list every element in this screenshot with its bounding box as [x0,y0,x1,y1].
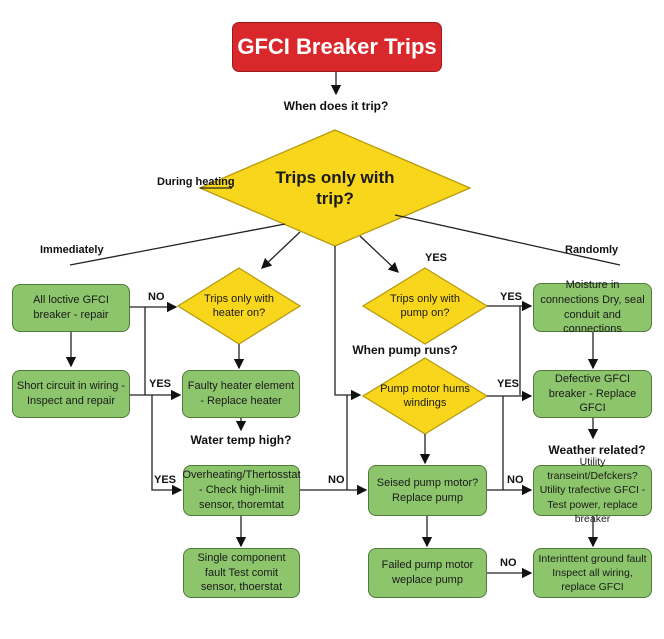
edge-label-no: NO [507,474,524,486]
box-intermittent: Interinttent ground fault Inspect all wi… [533,548,652,598]
decision-pump-motor: Pump motor hums windings [380,382,470,409]
question-when-trip: When does it trip? [283,99,389,113]
box-utility: Utility transeint/Defckers? Utility traf… [533,456,652,525]
edge-label-yes: YES [497,378,520,390]
edge-label-no: NO [500,557,517,569]
question-pump-runs: When pump runs? [352,343,458,357]
branch-immediately: Immediately [40,244,104,256]
edge-label-yes: YES [154,474,177,486]
branch-during-heating: During heating [157,176,235,188]
decision-pump-shape [361,267,489,345]
box-failed-pump: Failed pump motor weplace pump [368,548,487,598]
box-short-circuit: Short circuit in wiring - Inspect and re… [12,370,130,418]
edge-label-yes: YES [500,291,523,303]
title-box: GFCI Breaker Trips [232,22,442,72]
question-weather: Weather related? [548,443,646,457]
box-defective-gfci: Defective GFCI breaker - Replace GFCI [533,370,652,418]
decision-main: Trips only with trip? [275,167,395,208]
branch-randomly: Randomly [565,244,619,256]
box-seised-pump: Seised pump motor? Replace pump [368,465,487,516]
box-faulty-heater: Faulty heater element - Replace heater [182,370,300,418]
edge-label-yes: YES [425,252,448,264]
box-moisture: Moisture in connections Dry, seal condui… [533,279,652,335]
edge-label-no: NO [148,291,165,303]
box-single-component: Single component fault Test comit sensor… [183,548,300,598]
decision-pump: Trips only with pump on? [390,292,460,319]
edge-label-yes: YES [149,378,172,390]
question-water-temp: Water temp high? [190,433,292,447]
decision-heater: Trips only with heater on? [204,292,274,319]
edge-label-no: NO [328,474,345,486]
box-overheating: Overheating/Thertosstat - Check high-lim… [183,465,301,516]
box-all-loctive: All loctive GFCI breaker - repair [12,284,130,332]
